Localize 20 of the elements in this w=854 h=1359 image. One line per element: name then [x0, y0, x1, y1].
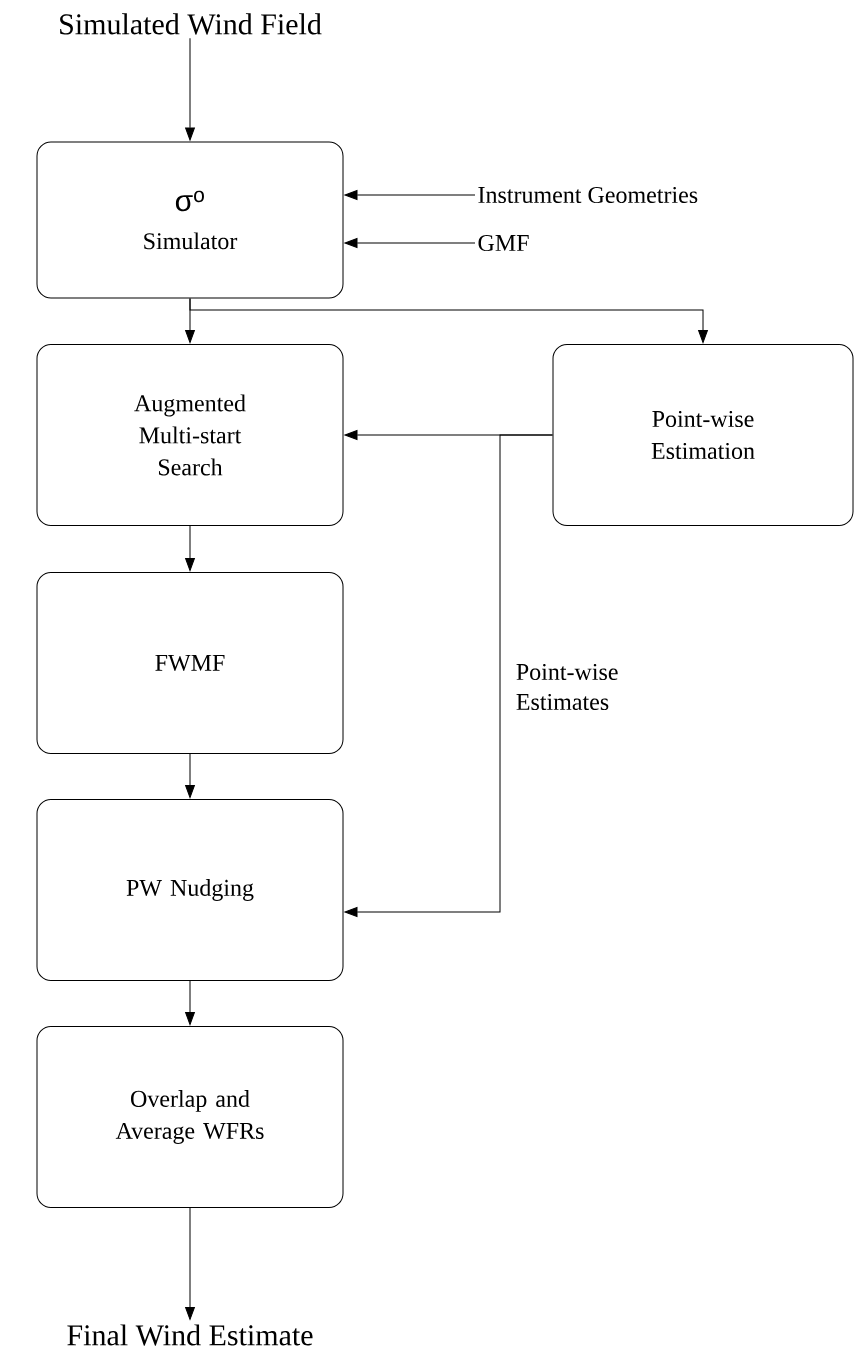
arrow	[344, 238, 476, 248]
process-box: Augmented Multi-start Search	[36, 344, 344, 526]
flow-label: Final Wind Estimate	[67, 1324, 313, 1346]
arrow	[185, 753, 195, 798]
arrow	[185, 37, 195, 141]
arrow	[185, 980, 195, 1025]
process-box: Overlap and Average WFRs	[36, 1026, 344, 1208]
arrow	[185, 1207, 195, 1320]
edge-label: Point-wise Estimates	[516, 663, 618, 711]
arrow	[189, 298, 708, 343]
input-label: Instrument Geometries	[478, 186, 698, 204]
arrow	[344, 434, 553, 917]
flow-label: Simulated Wind Field	[60, 13, 322, 35]
process-box: Point-wise Estimation	[552, 344, 854, 526]
process-box: FWMF	[36, 572, 344, 754]
input-label: GMF	[478, 234, 529, 252]
arrow	[344, 190, 476, 200]
process-box: σ$^{o}$ Simulator	[36, 141, 344, 299]
process-box: PW Nudging	[36, 799, 344, 981]
arrow	[185, 525, 195, 571]
